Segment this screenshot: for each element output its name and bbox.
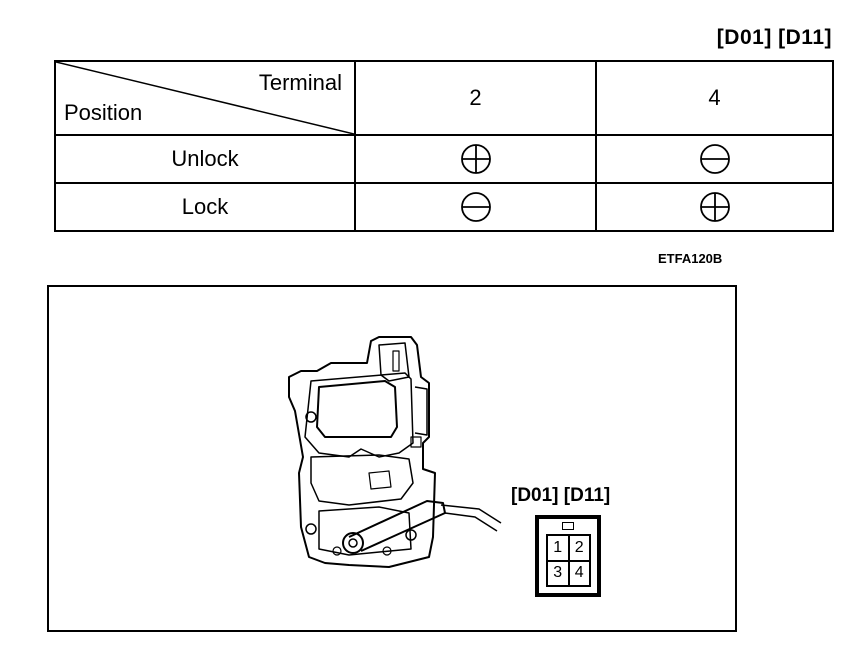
minus-polarity-icon xyxy=(460,192,491,222)
polarity-cell xyxy=(354,134,597,184)
connector-pin-4: 4 xyxy=(568,560,590,586)
plus-polarity-icon xyxy=(460,144,491,174)
connector-reference-top: [D01] [D11] xyxy=(716,26,832,49)
actuator-window xyxy=(316,380,398,438)
terminal-polarity-table: Terminal Position 2 4 Unlock Lock xyxy=(54,60,834,232)
connector-pin-2: 2 xyxy=(568,535,590,561)
header-row: Terminal Position 2 4 xyxy=(54,60,834,136)
polarity-cell xyxy=(354,182,597,232)
polarity-cell xyxy=(595,134,834,184)
header-corner-cell: Terminal Position xyxy=(54,60,356,136)
position-label: Lock xyxy=(54,182,356,232)
row-lock: Lock xyxy=(54,182,834,232)
actuator-illustration-frame: [D01] [D11] 1 2 3 4 xyxy=(47,285,737,632)
header-position: Position xyxy=(64,100,143,125)
connector-reference-label: [D01] [D11] xyxy=(511,485,611,506)
rod-pivot xyxy=(342,532,364,554)
connector-face: 1 2 3 4 xyxy=(535,515,601,597)
row-unlock: Unlock xyxy=(54,134,834,184)
connector-latch xyxy=(562,522,574,530)
connector-pin-grid: 1 2 3 4 xyxy=(546,534,591,587)
connector-pin-1: 1 xyxy=(547,535,569,561)
polarity-cell xyxy=(595,182,834,232)
minus-polarity-icon xyxy=(699,144,730,174)
position-label: Unlock xyxy=(54,134,356,184)
diagonal-divider xyxy=(56,62,354,134)
terminal-header-2: 2 xyxy=(354,60,597,136)
terminal-header-4: 4 xyxy=(595,60,834,136)
actuator-rod xyxy=(348,500,446,552)
actuator-housing xyxy=(288,336,436,568)
plus-polarity-icon xyxy=(699,192,730,222)
connector-pin-3: 3 xyxy=(547,560,569,586)
door-lock-actuator-illustration xyxy=(288,336,502,568)
header-terminal: Terminal xyxy=(258,70,342,95)
figure-id: ETFA120B xyxy=(658,251,723,266)
